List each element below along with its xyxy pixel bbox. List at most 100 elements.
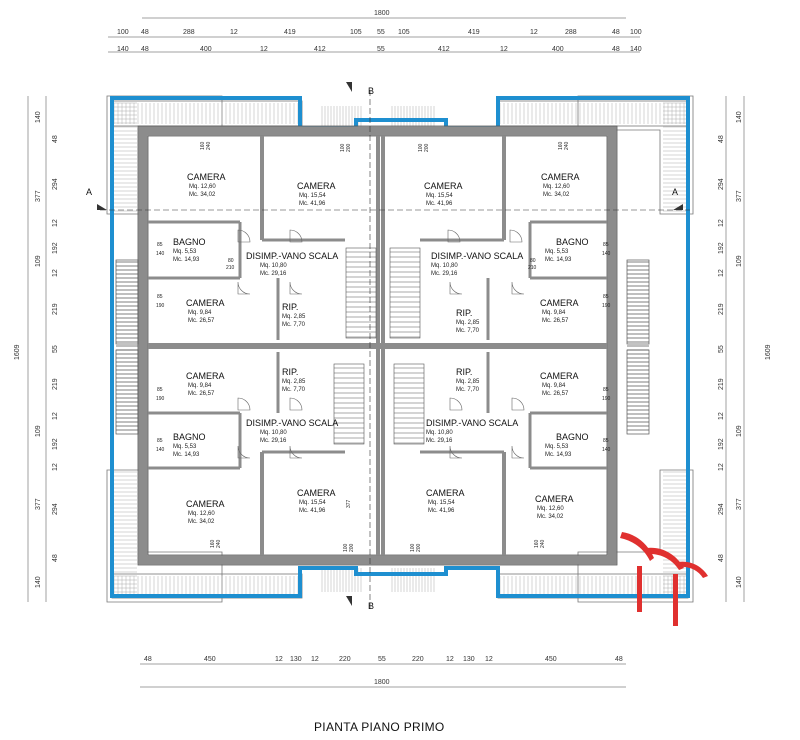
svg-text:160: 160 xyxy=(210,539,216,548)
svg-text:Mq. 5,53: Mq. 5,53 xyxy=(545,444,569,450)
svg-text:100: 100 xyxy=(418,143,424,152)
dim-top2-10: 140 xyxy=(630,46,642,53)
dim-top1-12: 100 xyxy=(630,29,642,36)
room-name: CAMERA xyxy=(540,371,579,381)
svg-text:Mq. 2,85: Mq. 2,85 xyxy=(456,379,480,385)
svg-text:85: 85 xyxy=(157,387,163,393)
room-name: CAMERA xyxy=(424,181,463,191)
dim-left2-1: 377 xyxy=(35,190,42,202)
svg-text:85: 85 xyxy=(157,294,163,300)
room-name: BAGNO xyxy=(173,237,206,247)
dim-top1-0: 100 xyxy=(117,29,129,36)
dim-bottom-10: 12 xyxy=(485,656,493,663)
dim-bottom-5: 220 xyxy=(339,656,351,663)
dim-top2-5: 55 xyxy=(377,46,385,53)
room-name: CAMERA xyxy=(541,172,580,182)
terrace-hatching xyxy=(110,102,690,597)
dim-top1-8: 419 xyxy=(468,29,480,36)
svg-text:Mc. 14,93: Mc. 14,93 xyxy=(173,452,200,458)
dim-left1-2: 12 xyxy=(52,219,59,227)
dim-right1-5: 219 xyxy=(718,303,725,315)
room-name: CAMERA xyxy=(426,488,465,498)
dim-right2-0: 140 xyxy=(736,111,743,123)
svg-text:Mc. 26,57: Mc. 26,57 xyxy=(542,391,569,397)
stairs xyxy=(333,247,425,445)
room-name: RIP. xyxy=(282,302,298,312)
svg-text:100: 100 xyxy=(343,543,349,552)
dim-left2-2: 109 xyxy=(35,255,42,267)
dim-left1-3: 192 xyxy=(52,242,59,254)
wall-outer-line xyxy=(137,125,618,566)
svg-text:Mc. 26,57: Mc. 26,57 xyxy=(542,318,569,324)
svg-text:85: 85 xyxy=(157,438,163,444)
dim-top-total: 1800 xyxy=(374,10,390,17)
block-outline xyxy=(393,363,425,445)
dim-bottom-1: 450 xyxy=(204,656,216,663)
block-outline xyxy=(115,349,139,435)
terrace-top-right-inner xyxy=(497,100,689,127)
dim-right1-1: 294 xyxy=(718,178,725,190)
svg-text:Mq. 9,84: Mq. 9,84 xyxy=(542,310,566,316)
svg-text:240: 240 xyxy=(216,539,222,548)
svg-text:Mq. 15,54: Mq. 15,54 xyxy=(299,500,326,506)
svg-text:Mq. 12,60: Mq. 12,60 xyxy=(189,184,216,190)
dim-left1-6: 55 xyxy=(52,345,59,353)
room-name: CAMERA xyxy=(297,488,336,498)
dim-left1-10: 12 xyxy=(52,463,59,471)
svg-text:210: 210 xyxy=(226,265,235,271)
logo-mark xyxy=(620,532,708,626)
section-lines: A A B B xyxy=(86,82,690,611)
dim-right1-12: 48 xyxy=(718,554,725,562)
svg-text:Mc. 41,96: Mc. 41,96 xyxy=(299,201,326,207)
svg-text:Mc. 41,96: Mc. 41,96 xyxy=(299,508,326,514)
svg-text:Mq. 5,53: Mq. 5,53 xyxy=(173,249,197,255)
svg-text:Mc. 34,02: Mc. 34,02 xyxy=(543,192,570,198)
svg-text:80: 80 xyxy=(228,258,234,264)
room-name: DISIMP.-VANO SCALA xyxy=(246,418,338,428)
dim-bottom-total: 1800 xyxy=(374,679,390,686)
dim-top2-6: 412 xyxy=(438,46,450,53)
svg-text:Mq. 10,80: Mq. 10,80 xyxy=(431,263,458,269)
svg-text:140: 140 xyxy=(602,447,611,453)
dim-left2-5: 140 xyxy=(35,576,42,588)
dim-right1-6: 55 xyxy=(718,345,725,353)
dim-right1-8: 12 xyxy=(718,412,725,420)
svg-text:Mc. 14,93: Mc. 14,93 xyxy=(545,257,572,263)
svg-text:240: 240 xyxy=(540,539,546,548)
svg-text:Mq. 15,54: Mq. 15,54 xyxy=(428,500,455,506)
dim-top2-9: 48 xyxy=(612,46,620,53)
svg-text:100: 100 xyxy=(340,143,346,152)
dim-top1-5: 105 xyxy=(350,29,362,36)
svg-text:85: 85 xyxy=(603,438,609,444)
section-label-a-right: A xyxy=(672,187,678,197)
svg-text:200: 200 xyxy=(346,143,352,152)
dim-bottom-4: 12 xyxy=(311,656,319,663)
svg-text:80: 80 xyxy=(530,258,536,264)
svg-text:Mc. 29,16: Mc. 29,16 xyxy=(260,271,287,277)
svg-text:Mq. 12,60: Mq. 12,60 xyxy=(543,184,570,190)
svg-text:Mq. 15,54: Mq. 15,54 xyxy=(426,193,453,199)
svg-text:Mc. 7,70: Mc. 7,70 xyxy=(282,387,306,393)
svg-text:Mq. 12,60: Mq. 12,60 xyxy=(537,506,564,512)
room-name: RIP. xyxy=(456,308,472,318)
svg-text:Mc. 29,16: Mc. 29,16 xyxy=(426,438,453,444)
dim-left2-4: 377 xyxy=(35,498,42,510)
dim-left1-9: 192 xyxy=(52,438,59,450)
svg-text:200: 200 xyxy=(349,543,355,552)
svg-text:Mq. 10,80: Mq. 10,80 xyxy=(426,430,453,436)
dim-right1-10: 12 xyxy=(718,463,725,471)
terrace-top-left-inner xyxy=(111,100,303,127)
dim-left2-3: 109 xyxy=(35,425,42,437)
svg-text:140: 140 xyxy=(156,251,165,257)
svg-text:Mc. 7,70: Mc. 7,70 xyxy=(456,328,480,334)
svg-text:Mq. 9,84: Mq. 9,84 xyxy=(542,383,566,389)
svg-text:Mc. 26,57: Mc. 26,57 xyxy=(188,318,215,324)
dim-top1-4: 419 xyxy=(284,29,296,36)
room-name: DISIMP.-VANO SCALA xyxy=(426,418,518,428)
dim-top2-4: 412 xyxy=(314,46,326,53)
room-name: DISIMP.-VANO SCALA xyxy=(431,251,523,261)
side-blocks xyxy=(115,259,650,435)
room-name: CAMERA xyxy=(187,172,226,182)
svg-text:160: 160 xyxy=(558,141,564,150)
